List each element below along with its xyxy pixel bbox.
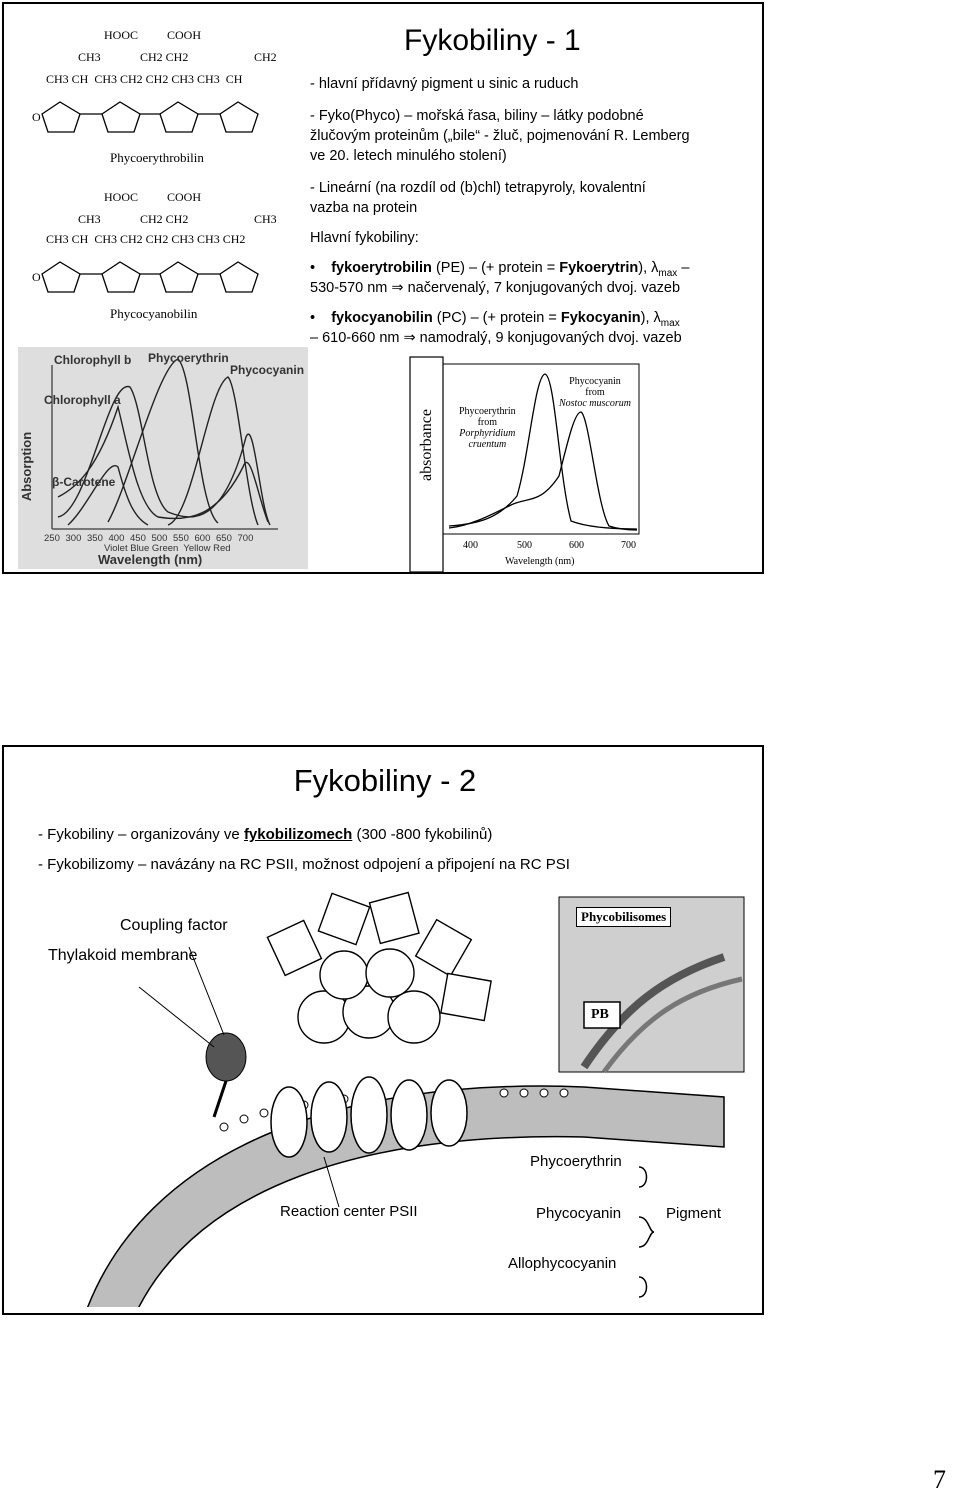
line-phyco-2: žlučovým proteinům („bile“ - žluč, pojme…: [310, 128, 690, 144]
absorption-axis-label: Absorption: [19, 431, 35, 502]
bullet-pc-line2: – 610-660 nm ⇒ namodralý, 9 konjugovanýc…: [310, 330, 682, 346]
phycocyanobilin-label: Phycocyanobilin: [110, 306, 198, 321]
pigment-label: Pigment: [666, 1205, 722, 1222]
cooh-label: COOH: [167, 28, 202, 42]
line-rc-psii: - Fykobilizomy – navázány na RC PSII, mo…: [38, 856, 570, 873]
ch3-label-3: CH3: [254, 212, 277, 226]
pe-max: max: [658, 267, 678, 279]
absorbance-spectrum-svg: [409, 356, 640, 573]
absorption-spectrum-svg: [51, 358, 278, 530]
ch3-label-2: CH3: [78, 212, 101, 226]
bullet-pe: • fykoerytrobilin (PE) – (+ protein = Fy…: [310, 258, 689, 284]
pc-spectrum-label: Phycocyanin: [230, 363, 305, 377]
line-linear-2: vazba na protein: [310, 200, 418, 216]
phycoerythrobilin-label: Phycoerythrobilin: [110, 150, 204, 165]
pe-tail: ), λ: [638, 260, 659, 276]
tick-600: 600: [569, 540, 584, 551]
line-linear-1: - Lineární (na rozdíl od (b)chl) tetrapy…: [310, 180, 646, 196]
phycocyanin-label: Phycocyanin: [536, 1205, 622, 1222]
absorbance-axis-label: absorbance: [417, 409, 435, 481]
tick-500: 500: [517, 540, 532, 551]
substituent-row-2: CH3 CH CH3 CH2 CH2 CH3 CH3 CH2: [46, 232, 246, 246]
pe-name: fykoerytrobilin: [331, 260, 432, 276]
color-band-labels: Violet Blue Green Yellow Red: [104, 543, 231, 554]
substituent-row: CH3 CH CH3 CH2 CH2 CH3 CH3 CH: [46, 72, 243, 86]
page-number: 7: [933, 1465, 946, 1494]
absorption-spectrum-figure: Chlorophyll b Phycoerythrin Phycocyanin …: [18, 347, 308, 569]
ch2-label: CH2: [254, 50, 277, 64]
hooc-label: HOOC: [104, 28, 139, 42]
pe-protein: Fykoerytrin: [559, 260, 639, 276]
structure-svg: [41, 101, 259, 293]
ch2ch2-label: CH2 CH2: [140, 50, 189, 64]
oxygen-label: O: [32, 110, 41, 124]
slide-fykobiliny-2: Fykobiliny - 2 - Fykobiliny – organizová…: [2, 745, 764, 1318]
slide1-title: Fykobiliny - 1: [404, 24, 581, 57]
tick-400: 400: [463, 540, 478, 551]
cooh-label-2: COOH: [167, 190, 202, 204]
fykobilizomech-term: fykobilizomech: [243, 826, 353, 843]
wavelength-axis-label: Wavelength (nm): [98, 552, 203, 567]
spectrum1-ticks: 250 300 350 400 450 500 550 600 650 700: [44, 533, 254, 544]
pc-protein: Fykocyanin: [560, 310, 641, 326]
bullet-dot-2: •: [310, 310, 332, 326]
bullet-pc: • fykocyanobilin (PC) – (+ protein = Fyk…: [310, 308, 680, 334]
allophycocyanin-label: Allophycocyanin: [508, 1255, 617, 1272]
ch2ch2-label-2: CH2 CH2: [140, 212, 189, 226]
tick-700: 700: [621, 540, 636, 551]
line-main-bilins: Hlavní fykobiliny:: [310, 230, 419, 246]
reaction-center-label: Reaction center PSII: [280, 1203, 418, 1220]
carotene-label: β-Carotene: [52, 475, 116, 489]
phycobilisome-diagram: Coupling factor Thylakoid membrane Phyco…: [24, 887, 749, 1318]
line-pigment: - hlavní přídavný pigment u sinic a rudu…: [310, 76, 579, 92]
slide-fykobiliny-1: Fykobiliny - 1 HOOC: [2, 2, 764, 574]
pc-max: max: [660, 317, 680, 329]
thylakoid-membrane-label: Thylakoid membrane: [48, 947, 198, 964]
phycobilisomes-label: Phycobilisomes: [576, 907, 672, 927]
line-fykobilizomy: - Fykobiliny – organizovány ve fykobiliz…: [38, 826, 493, 843]
line-phyco-1: - Fyko(Phyco) – mořská řasa, biliny – lá…: [310, 108, 644, 124]
pc-tail: ), λ: [640, 310, 661, 326]
ch3-label: CH3: [78, 50, 101, 64]
hooc-label-2: HOOC: [104, 190, 139, 204]
wavelength-nm-label: Wavelength (nm): [505, 556, 575, 567]
pe-abbr: (PE) – (+ protein =: [431, 260, 560, 276]
chl-a-label: Chlorophyll a: [44, 393, 121, 407]
pe-spectrum-label: Phycoerythrin: [148, 351, 229, 365]
bullet-pe-line2: 530-570 nm ⇒ načervenalý, 7 konjugovanýc…: [310, 280, 681, 296]
pc-name: fykocyanobilin: [331, 310, 433, 326]
pc-abbr: (PC) – (+ protein =: [432, 310, 561, 326]
phycobilisome-svg: [82, 891, 745, 1318]
slide2-title: Fykobiliny - 2: [293, 763, 477, 798]
chl-b-label: Chlorophyll b: [54, 353, 132, 367]
line-phyco-3: ve 20. letech minulého stolení): [310, 148, 507, 164]
coupling-factor-label: Coupling factor: [120, 917, 228, 934]
bullet-dot: •: [310, 260, 332, 276]
pe-dash: –: [677, 260, 690, 276]
phycoerythrin-label: Phycoerythrin: [530, 1153, 622, 1170]
pb-label: PB: [591, 1007, 609, 1022]
bilin-structures: HOOC COOH CH3 CH2 CH2 CH2 CH3 CH CH3 CH2…: [22, 22, 292, 332]
oxygen-label-2: O: [32, 270, 41, 284]
